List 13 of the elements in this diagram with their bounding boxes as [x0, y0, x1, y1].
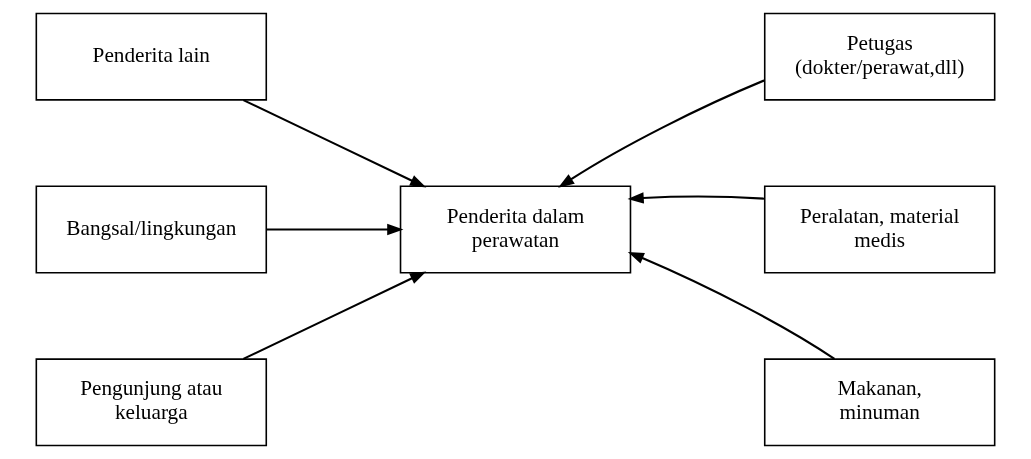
node-box: Pengunjung atau keluarga: [35, 358, 268, 447]
node-box: Penderita lain: [35, 12, 268, 101]
arrow: [266, 223, 404, 236]
arrow: [627, 251, 836, 360]
node-box: Petugas (dokter/perawat,dll): [763, 12, 996, 101]
node-box: Bangsal/lingkungan: [35, 185, 268, 274]
arrow: [558, 79, 766, 188]
arrow: [242, 271, 427, 360]
node-box: Makanan, minuman: [763, 358, 996, 447]
node-box: Penderita dalam perawatan: [399, 185, 632, 274]
arrow: [627, 192, 765, 204]
arrow: [242, 99, 427, 188]
node-box: Peralatan, material medis: [763, 185, 996, 274]
